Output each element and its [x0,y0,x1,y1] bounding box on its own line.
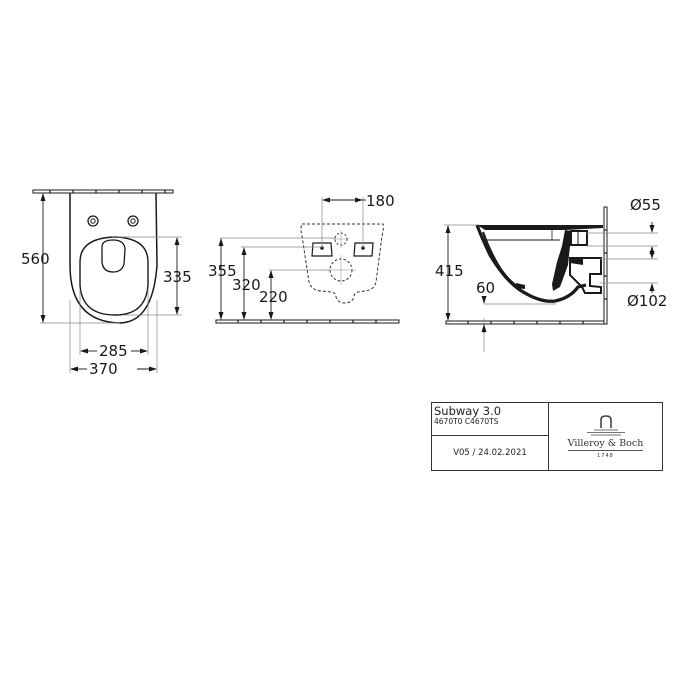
side-view: 415 60 Ø55 Ø102 [435,196,667,352]
brand-year: 1748 [597,453,614,459]
dim-height-total: 560 [21,250,50,268]
front-view: 560 335 285 370 [21,189,192,378]
dim-floor-clearance: 60 [476,279,495,297]
product-codes: 4670T0 C4670TS [434,417,499,426]
dim-height-upper: 355 [208,262,237,280]
fixing-bolt-icon [87,215,139,227]
dim-bolt-spacing: 180 [366,192,395,210]
dim-height-outlet: 220 [259,288,288,306]
dim-inlet-diameter: Ø55 [630,196,661,214]
brand-name: Villeroy & Boch [567,438,644,451]
product-name: Subway 3.0 [434,404,502,418]
title-block-info: Subway 3.0 4670T0 C4670TS V05 / 24.02.20… [432,403,549,470]
dim-outer-width: 370 [89,360,118,378]
dim-side-height: 415 [435,262,464,280]
wall-view: 180 355 320 220 [208,192,400,324]
version-date: V05 / 24.02.2021 [453,448,527,458]
dim-outlet-diameter: Ø102 [627,292,667,310]
dim-height-bolts: 320 [232,276,261,294]
brand-logo: Villeroy & Boch 1748 [549,403,662,470]
dim-inner-width: 285 [99,342,128,360]
fountain-logo-icon [586,415,625,436]
product-info: Subway 3.0 4670T0 C4670TS [432,403,548,436]
title-block: Subway 3.0 4670T0 C4670TS V05 / 24.02.20… [431,402,663,471]
dim-seat-depth: 335 [163,268,192,286]
